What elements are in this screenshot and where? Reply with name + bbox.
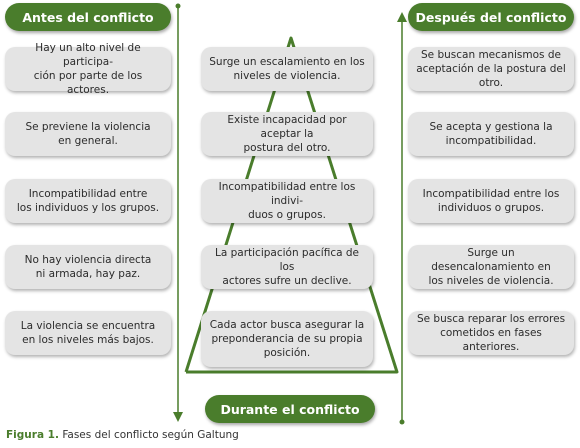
figure-caption-text: Fases del conflicto según Galtung [58,429,239,441]
during-item-4: La participación pacífica de los actores… [201,245,373,289]
during-item-1: Surge un escalamiento en los niveles de … [201,47,373,91]
after-item-3: Incompatibilidad entre los individuos o … [408,179,574,223]
before-item-3: Incompatibilidad entre los individuos y … [5,179,171,223]
figure-caption: Figura 1. Fases del conflicto según Galt… [6,429,239,441]
during-item-3: Incompatibilidad entre los indivi- duos … [201,179,373,223]
before-item-2: Se previene la violencia en general. [5,112,171,156]
header-before: Antes del conflicto [5,3,171,31]
after-item-2: Se acepta y gestiona la incompatibilidad… [408,112,574,156]
after-item-5: Se busca reparar los errores cometidos e… [408,311,574,355]
before-item-4: No hay violencia directa ni armada, hay … [5,245,171,289]
before-item-5: La violencia se encuentra en los niveles… [5,311,171,355]
during-item-2: Existe incapacidad por aceptar la postur… [201,112,373,156]
figure-label: Figura 1. [6,429,59,441]
header-during: Durante el conflicto [205,395,375,423]
header-after: Después del conflicto [408,3,574,31]
during-item-5: Cada actor busca asegurar la preponderan… [201,311,373,367]
after-item-4: Surge un desencalonamiento en los nivele… [408,245,574,289]
before-item-1: Hay un alto nivel de participa- ción por… [5,42,171,96]
after-item-1: Se buscan mecanismos de aceptación de la… [408,47,574,91]
